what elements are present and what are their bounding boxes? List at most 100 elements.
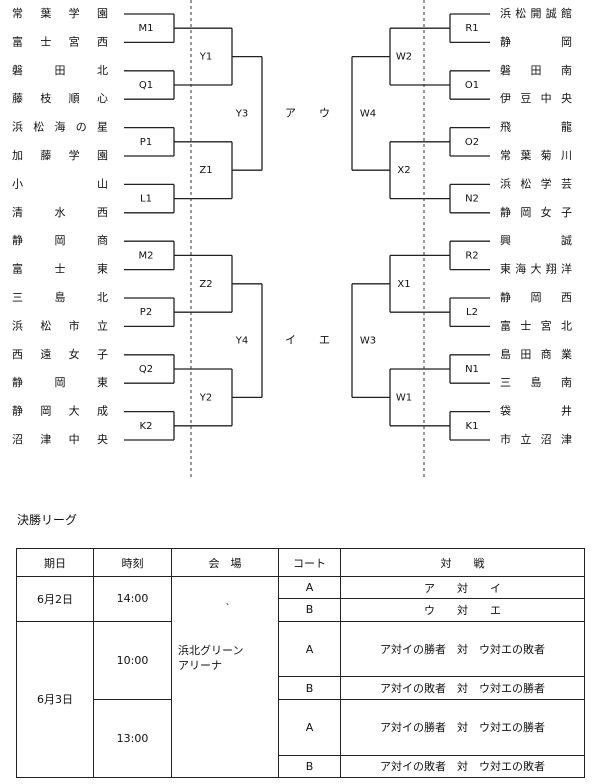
team-name: 磐田北	[12, 63, 108, 77]
match-code: K1	[466, 421, 479, 432]
time-cell: 14:00	[93, 576, 172, 622]
header-venue: 会 場	[171, 548, 279, 577]
team-name: 静岡女子	[500, 205, 572, 219]
match-code: W1	[396, 392, 412, 403]
match-code: K2	[140, 421, 153, 432]
team-name: 浜松市立	[12, 318, 108, 332]
team-name: 東海大翔洋	[500, 262, 572, 276]
table-row: 6月3日 10:00 A ア対イの勝者 対 ウ対エの敗者	[16, 620, 585, 779]
team-name: 静岡東	[12, 375, 108, 389]
final-slot-label: ア	[285, 106, 296, 119]
team-name: 静岡西	[500, 290, 572, 304]
team-name: 浜松学芸	[500, 176, 572, 190]
final-league-title: 決勝リーグ	[17, 513, 78, 527]
team-name: 静岡商	[12, 233, 108, 247]
court-cell: B	[278, 676, 341, 700]
table-row: 6月2日 14:00 ` 浜北グリーン アリーナ A ア 対 イ	[16, 575, 585, 778]
match-cell: ア 対 イ	[340, 575, 585, 600]
team-name: 藤枝順心	[12, 91, 108, 105]
team-name: 島田商業	[500, 347, 572, 361]
match-code: L1	[140, 194, 152, 205]
team-name: 三島南	[500, 375, 572, 389]
team-name: 浜松開誠館	[500, 6, 572, 20]
match-code: W2	[396, 52, 412, 63]
match-cell: ア対イの勝者 対 ウ対エの敗者	[340, 620, 585, 678]
match-code: M2	[139, 250, 154, 261]
header-match: 対 戦	[340, 548, 585, 577]
match-cell: ウ 対 エ	[340, 598, 585, 622]
venue-cell: ` 浜北グリーン アリーナ	[171, 576, 279, 778]
venue-line-2: アリーナ	[178, 659, 222, 672]
table-row: B ア対イの敗者 対 ウ対エの勝者	[17, 676, 585, 700]
final-league-schedule-table: 期日 時刻 会 場 コート 対 戦 6月2日 14:00 ` 浜北グリーン アリ…	[16, 548, 585, 779]
team-name: 富士宮西	[12, 34, 108, 48]
team-name: 三島北	[12, 290, 108, 304]
team-name: 加藤学園	[12, 148, 108, 162]
match-code: R2	[465, 250, 478, 261]
team-name: 静岡	[500, 34, 572, 48]
team-name: 市立沼津	[500, 432, 572, 446]
venue-line-1: 浜北グリーン	[178, 644, 244, 657]
match-code: X2	[397, 165, 410, 176]
court-cell: A	[278, 698, 341, 756]
team-name: 沼津中央	[12, 432, 108, 446]
match-cell: ア対イの敗者 対 ウ対エの敗者	[340, 754, 585, 779]
court-cell: A	[278, 575, 341, 600]
match-code: N2	[465, 194, 479, 205]
match-code: Y2	[199, 392, 212, 403]
table-row: B ア対イの敗者 対 ウ対エの敗者	[17, 754, 585, 779]
team-name: 富士宮北	[500, 318, 572, 332]
match-code: N1	[465, 364, 479, 375]
team-name: 清水西	[12, 206, 108, 219]
tick-mark: `	[225, 603, 231, 614]
match-code: P1	[140, 137, 152, 148]
match-code: Q1	[139, 80, 153, 91]
match-code: Y1	[199, 52, 212, 63]
time-cell: 10:00	[93, 620, 172, 700]
match-code: Z1	[199, 165, 212, 176]
table-row: B ウ 対 エ	[17, 598, 585, 622]
time-cell: 13:00	[93, 698, 172, 779]
match-code: Z2	[199, 279, 212, 290]
match-code: O1	[465, 80, 479, 91]
match-code: Y3	[235, 108, 248, 119]
final-slot-label: エ	[319, 334, 330, 347]
court-cell: B	[278, 754, 341, 779]
team-name: 富士東	[12, 262, 108, 276]
final-slot-label: イ	[285, 334, 296, 347]
date-cell: 6月2日	[16, 576, 94, 622]
match-cell: ア対イの敗者 対 ウ対エの勝者	[340, 676, 585, 700]
match-code: P2	[140, 307, 152, 318]
team-name: 常葉学園	[12, 6, 108, 20]
team-name: 袋井	[500, 404, 572, 418]
team-name: 静岡大成	[12, 404, 108, 418]
match-code: Y4	[235, 336, 248, 347]
match-code: W3	[360, 336, 376, 347]
team-name: 興誠	[500, 234, 572, 247]
match-code: M1	[139, 23, 154, 34]
team-name: 飛龍	[500, 120, 572, 134]
court-cell: A	[278, 620, 341, 678]
tournament-bracket: 常葉学園富士宮西磐田北藤枝順心浜松海の星加藤学園小山清水西静岡商富士東三島北浜松…	[12, 0, 572, 478]
match-code: R1	[465, 23, 478, 34]
match-cell: ア対イの勝者 対 ウ対エの勝者	[340, 698, 585, 756]
table-header-row: 期日 時刻 会 場 コート 対 戦	[16, 548, 585, 577]
match-code: L2	[466, 307, 478, 318]
match-code: X1	[397, 279, 410, 290]
header-time: 時刻	[93, 548, 172, 577]
match-code: O2	[465, 137, 479, 148]
final-slot-label: ウ	[319, 106, 330, 119]
team-name: 伊豆中央	[500, 92, 572, 105]
team-name: 常葉菊川	[500, 148, 572, 162]
match-code: Q2	[139, 364, 153, 375]
header-date: 期日	[16, 548, 94, 577]
table-row: 13:00 A ア対イの勝者 対 ウ対エの勝者	[17, 698, 585, 779]
match-code: W4	[360, 108, 376, 119]
team-name: 浜松海の星	[12, 120, 108, 134]
team-name: 西遠女子	[12, 347, 108, 361]
team-name: 磐田南	[500, 63, 572, 77]
header-court: コート	[278, 548, 341, 577]
team-name: 小山	[12, 177, 108, 190]
date-cell: 6月3日	[16, 620, 94, 779]
court-cell: B	[278, 598, 341, 622]
